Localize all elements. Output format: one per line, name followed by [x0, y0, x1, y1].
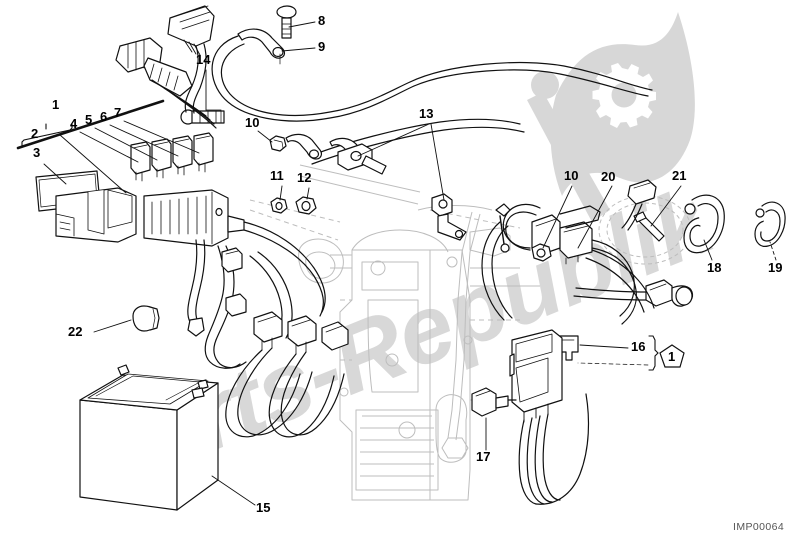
- leader-16: [579, 344, 629, 349]
- cable-eyelet-terminal-b: [285, 133, 322, 160]
- drawing-code: IMP00064: [733, 521, 785, 533]
- callout-7: 7: [114, 105, 122, 120]
- callout-8: 8: [318, 13, 326, 28]
- leader-12: [306, 187, 310, 200]
- leader-21: [650, 185, 682, 227]
- harness-connector-multipin: [115, 37, 217, 129]
- part-19-cable-clip-small: [754, 201, 786, 247]
- callout-2: 2: [31, 126, 39, 141]
- starter-cable-loops: [481, 203, 637, 325]
- callout-4: 4: [70, 116, 78, 131]
- leader-11: [279, 185, 283, 201]
- part-14-harness-strap-clamp: [180, 109, 225, 125]
- part-4-relay: [130, 141, 151, 182]
- cable-loop-positive: [211, 35, 415, 122]
- leader-bracket-2-3: [21, 123, 73, 147]
- callout-5: 5: [85, 112, 93, 127]
- part-13-ground-bracket-b: [431, 193, 467, 241]
- leader-2: [59, 134, 127, 194]
- terminal-pin-right: [495, 203, 511, 253]
- part-7-relay: [193, 132, 214, 173]
- leader-13b: [430, 123, 445, 201]
- bracket-16-1: [648, 335, 659, 371]
- part-11-washer: [270, 197, 288, 214]
- part-10-nut-right: [531, 243, 552, 262]
- callout-16: 16: [631, 339, 646, 354]
- callout-22: 22: [68, 324, 83, 339]
- callout-9: 9: [318, 39, 326, 54]
- callout-10-left: 10: [245, 115, 260, 130]
- leader-18: [703, 239, 713, 261]
- connector-cluster-4way: [253, 311, 349, 355]
- leader-6: [109, 124, 179, 157]
- leader-10b: [542, 185, 573, 249]
- callout-17: 17: [476, 449, 491, 464]
- callout-14: 14: [196, 52, 211, 67]
- leader-4: [79, 131, 139, 163]
- callout-6: 6: [100, 109, 108, 124]
- part-3-fuse-box-body: [55, 187, 137, 243]
- part-17-connector-two-pin: [471, 387, 517, 417]
- part-13-ground-bracket-a: [337, 143, 387, 175]
- callout-18: 18: [707, 260, 722, 275]
- callout-3: 3: [33, 145, 41, 160]
- part-21-screw: [633, 211, 665, 242]
- leader-9: [281, 47, 316, 52]
- callout-20: 20: [601, 169, 616, 184]
- leader-10a: [257, 130, 273, 143]
- strap-terminal: [187, 317, 205, 337]
- part-22-rubber-cap: [132, 305, 160, 332]
- rear-harness-cable: [585, 249, 655, 313]
- part-15-battery: [79, 364, 219, 511]
- leader-3: [43, 163, 67, 185]
- leader-7: [123, 120, 200, 154]
- ecu-output-wires: [518, 393, 590, 505]
- main-fuse-holder: [143, 189, 245, 247]
- callout-12: 12: [297, 170, 312, 185]
- callout-10-right: 10: [564, 168, 579, 183]
- inline-connector-left: [221, 247, 243, 273]
- part-8-hex-flange-bolt: [276, 5, 297, 39]
- connector-right-upper: [621, 179, 657, 231]
- callout-21: 21: [672, 168, 687, 183]
- spark-plug-cables: [225, 347, 345, 438]
- callout-11: 11: [270, 168, 284, 183]
- leader-15: [211, 475, 256, 506]
- callout-1: 1: [52, 97, 60, 112]
- leader-8: [288, 21, 316, 28]
- pentagon-ref-1: [659, 344, 685, 368]
- ground-strap-vertical: [187, 239, 206, 323]
- leader-20: [577, 185, 613, 249]
- main-harness-cables: [204, 221, 326, 369]
- leader-1: [16, 99, 165, 150]
- inline-connector-left-2: [225, 293, 247, 317]
- leader-5: [94, 127, 158, 161]
- callout-13: 13: [419, 106, 434, 121]
- control-unit-box: [509, 329, 563, 423]
- callout-assembly-ref-1: 1: [668, 349, 676, 364]
- leader-13a: [357, 123, 430, 157]
- leader-19: [769, 241, 777, 261]
- part-10-nut-left: [269, 135, 287, 152]
- callout-19: 19: [768, 260, 783, 275]
- part-18-cable-clip-large: [683, 194, 725, 254]
- leader-22: [93, 319, 132, 333]
- callout-15: 15: [256, 500, 271, 515]
- part-12-nut: [295, 196, 317, 215]
